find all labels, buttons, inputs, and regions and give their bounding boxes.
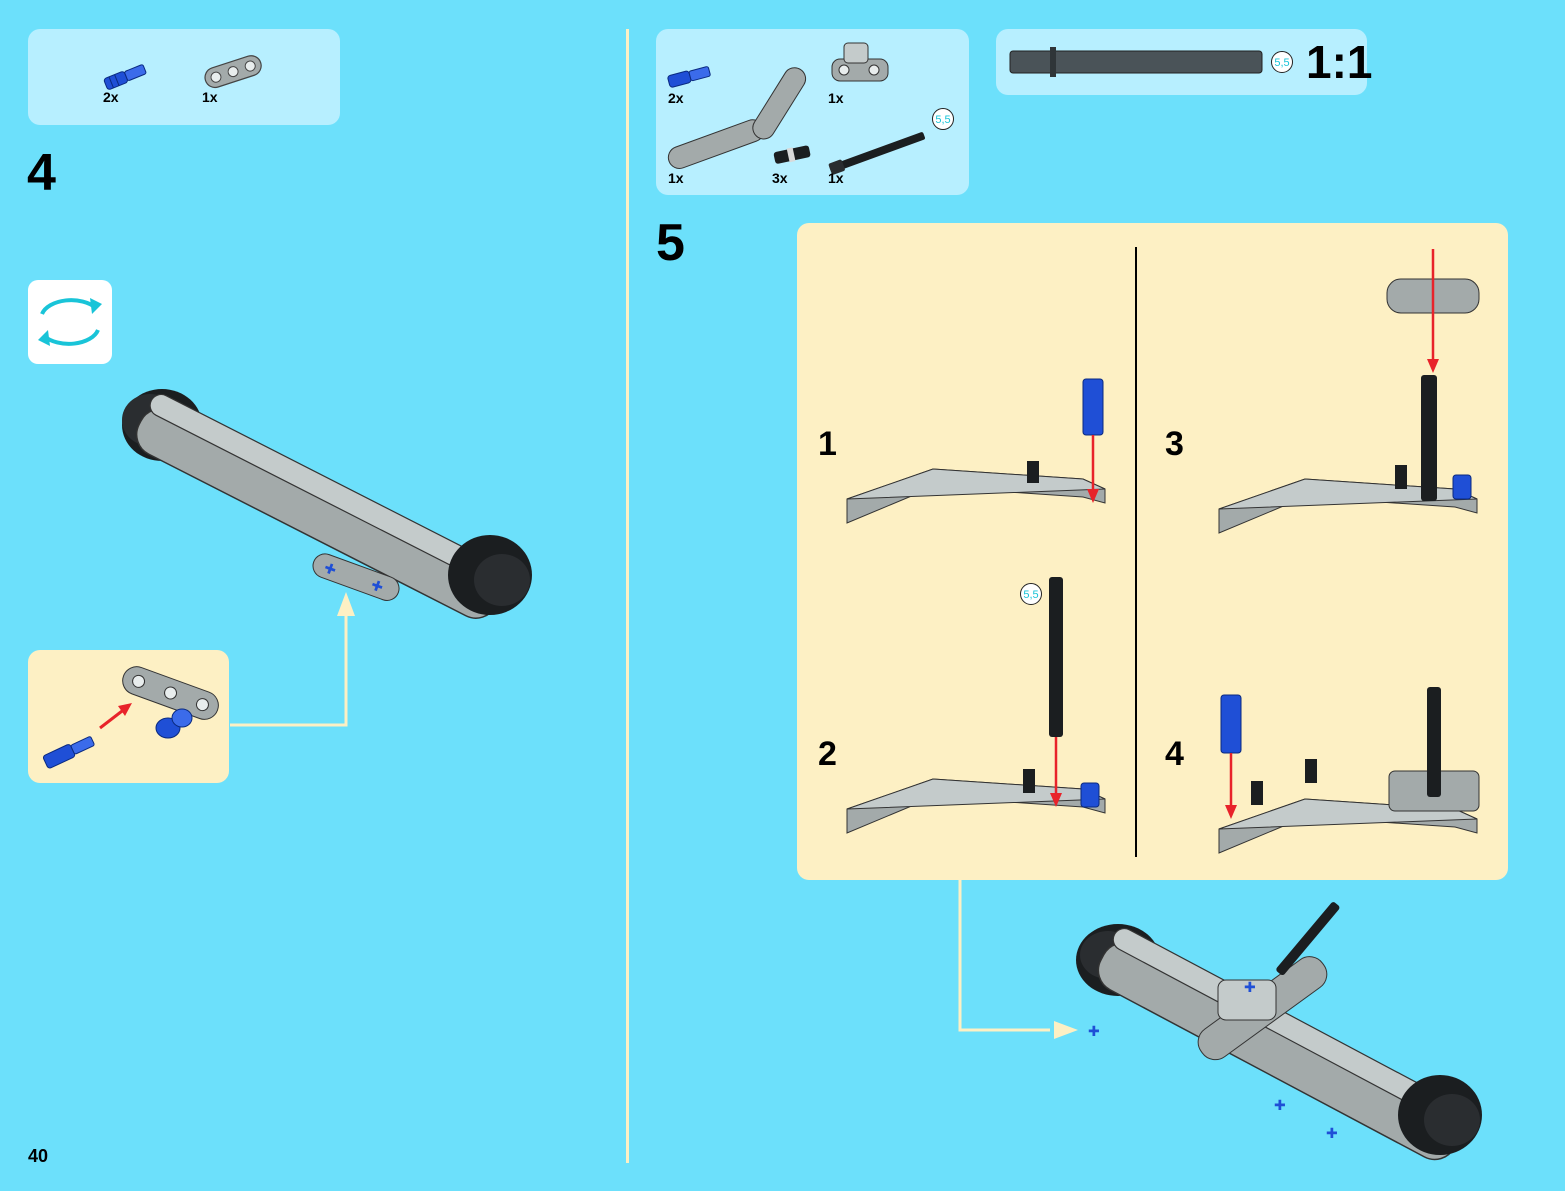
- page-number: 40: [28, 1146, 49, 1166]
- step4-subassembly-box: [28, 650, 229, 783]
- svg-text:✚: ✚: [1088, 1024, 1100, 1040]
- blue-axle-pin-icon: [667, 66, 711, 88]
- step5-model-illustration: ✚ ✚ ✚ ✚: [1076, 902, 1482, 1161]
- substep-1-illustration: [846, 378, 1106, 524]
- scale-length-badge: 5,5: [1271, 51, 1293, 73]
- step4-number: 4: [27, 144, 56, 202]
- step4-model-illustration: ✚ ✚: [122, 389, 532, 619]
- step5-part-qty-3: 1x: [668, 170, 684, 186]
- svg-text:✚: ✚: [1274, 1098, 1286, 1114]
- substep-4-illustration: [1218, 687, 1480, 854]
- black-friction-pin-icon: [773, 145, 811, 164]
- step5-number: 5: [656, 214, 685, 272]
- blue-axle-pin-icon: [103, 64, 147, 90]
- svg-text:✚: ✚: [1244, 980, 1256, 996]
- substep-3-number: 3: [1165, 425, 1184, 463]
- step5-parts-box: 2x 1x 1x 3x 5,5 1x: [656, 29, 969, 195]
- step4-callout-arrow: [230, 592, 355, 727]
- step5-part-qty-4: 3x: [772, 170, 788, 186]
- substep-2-illustration: [846, 577, 1106, 834]
- gray-bent-liftarm-icon: [667, 67, 807, 169]
- step5-part-qty-5: 1x: [828, 170, 844, 186]
- svg-text:✚: ✚: [369, 577, 385, 596]
- substep-4-number: 4: [1165, 735, 1184, 773]
- step4-part-qty-1: 2x: [103, 89, 119, 105]
- rotate-model-icon: [28, 280, 112, 364]
- black-axle-icon: [828, 132, 925, 175]
- step5-subassembly-box: 1 2 3 4 5,5: [797, 223, 1508, 880]
- step5-part-qty-2: 1x: [828, 90, 844, 106]
- svg-text:✚: ✚: [1326, 1126, 1338, 1142]
- scale-reference-box: 5,5 1:1: [996, 29, 1372, 95]
- substep-1-number: 1: [818, 425, 837, 463]
- step4-part-qty-2: 1x: [202, 89, 218, 105]
- page-divider: [626, 29, 629, 1163]
- gray-liftarm-icon: [204, 55, 262, 89]
- svg-text:✚: ✚: [322, 560, 338, 579]
- scale-label: 1:1: [1306, 36, 1373, 88]
- step5-part-qty-1: 2x: [668, 90, 684, 106]
- substep-3-illustration: [1218, 249, 1480, 534]
- step4-parts-box: 2x 1x: [28, 29, 340, 125]
- gray-angle-connector-icon: [831, 42, 889, 82]
- step5-callout-arrow: [958, 878, 1078, 1039]
- axle-length-badge: 5,5: [932, 108, 954, 130]
- substep-divider: [1135, 247, 1137, 857]
- axle-1to1-icon: [1009, 47, 1263, 77]
- step4-sub-illustration: [42, 666, 219, 769]
- substep-2-length-badge: 5,5: [1020, 583, 1042, 605]
- substep-2-number: 2: [818, 735, 837, 773]
